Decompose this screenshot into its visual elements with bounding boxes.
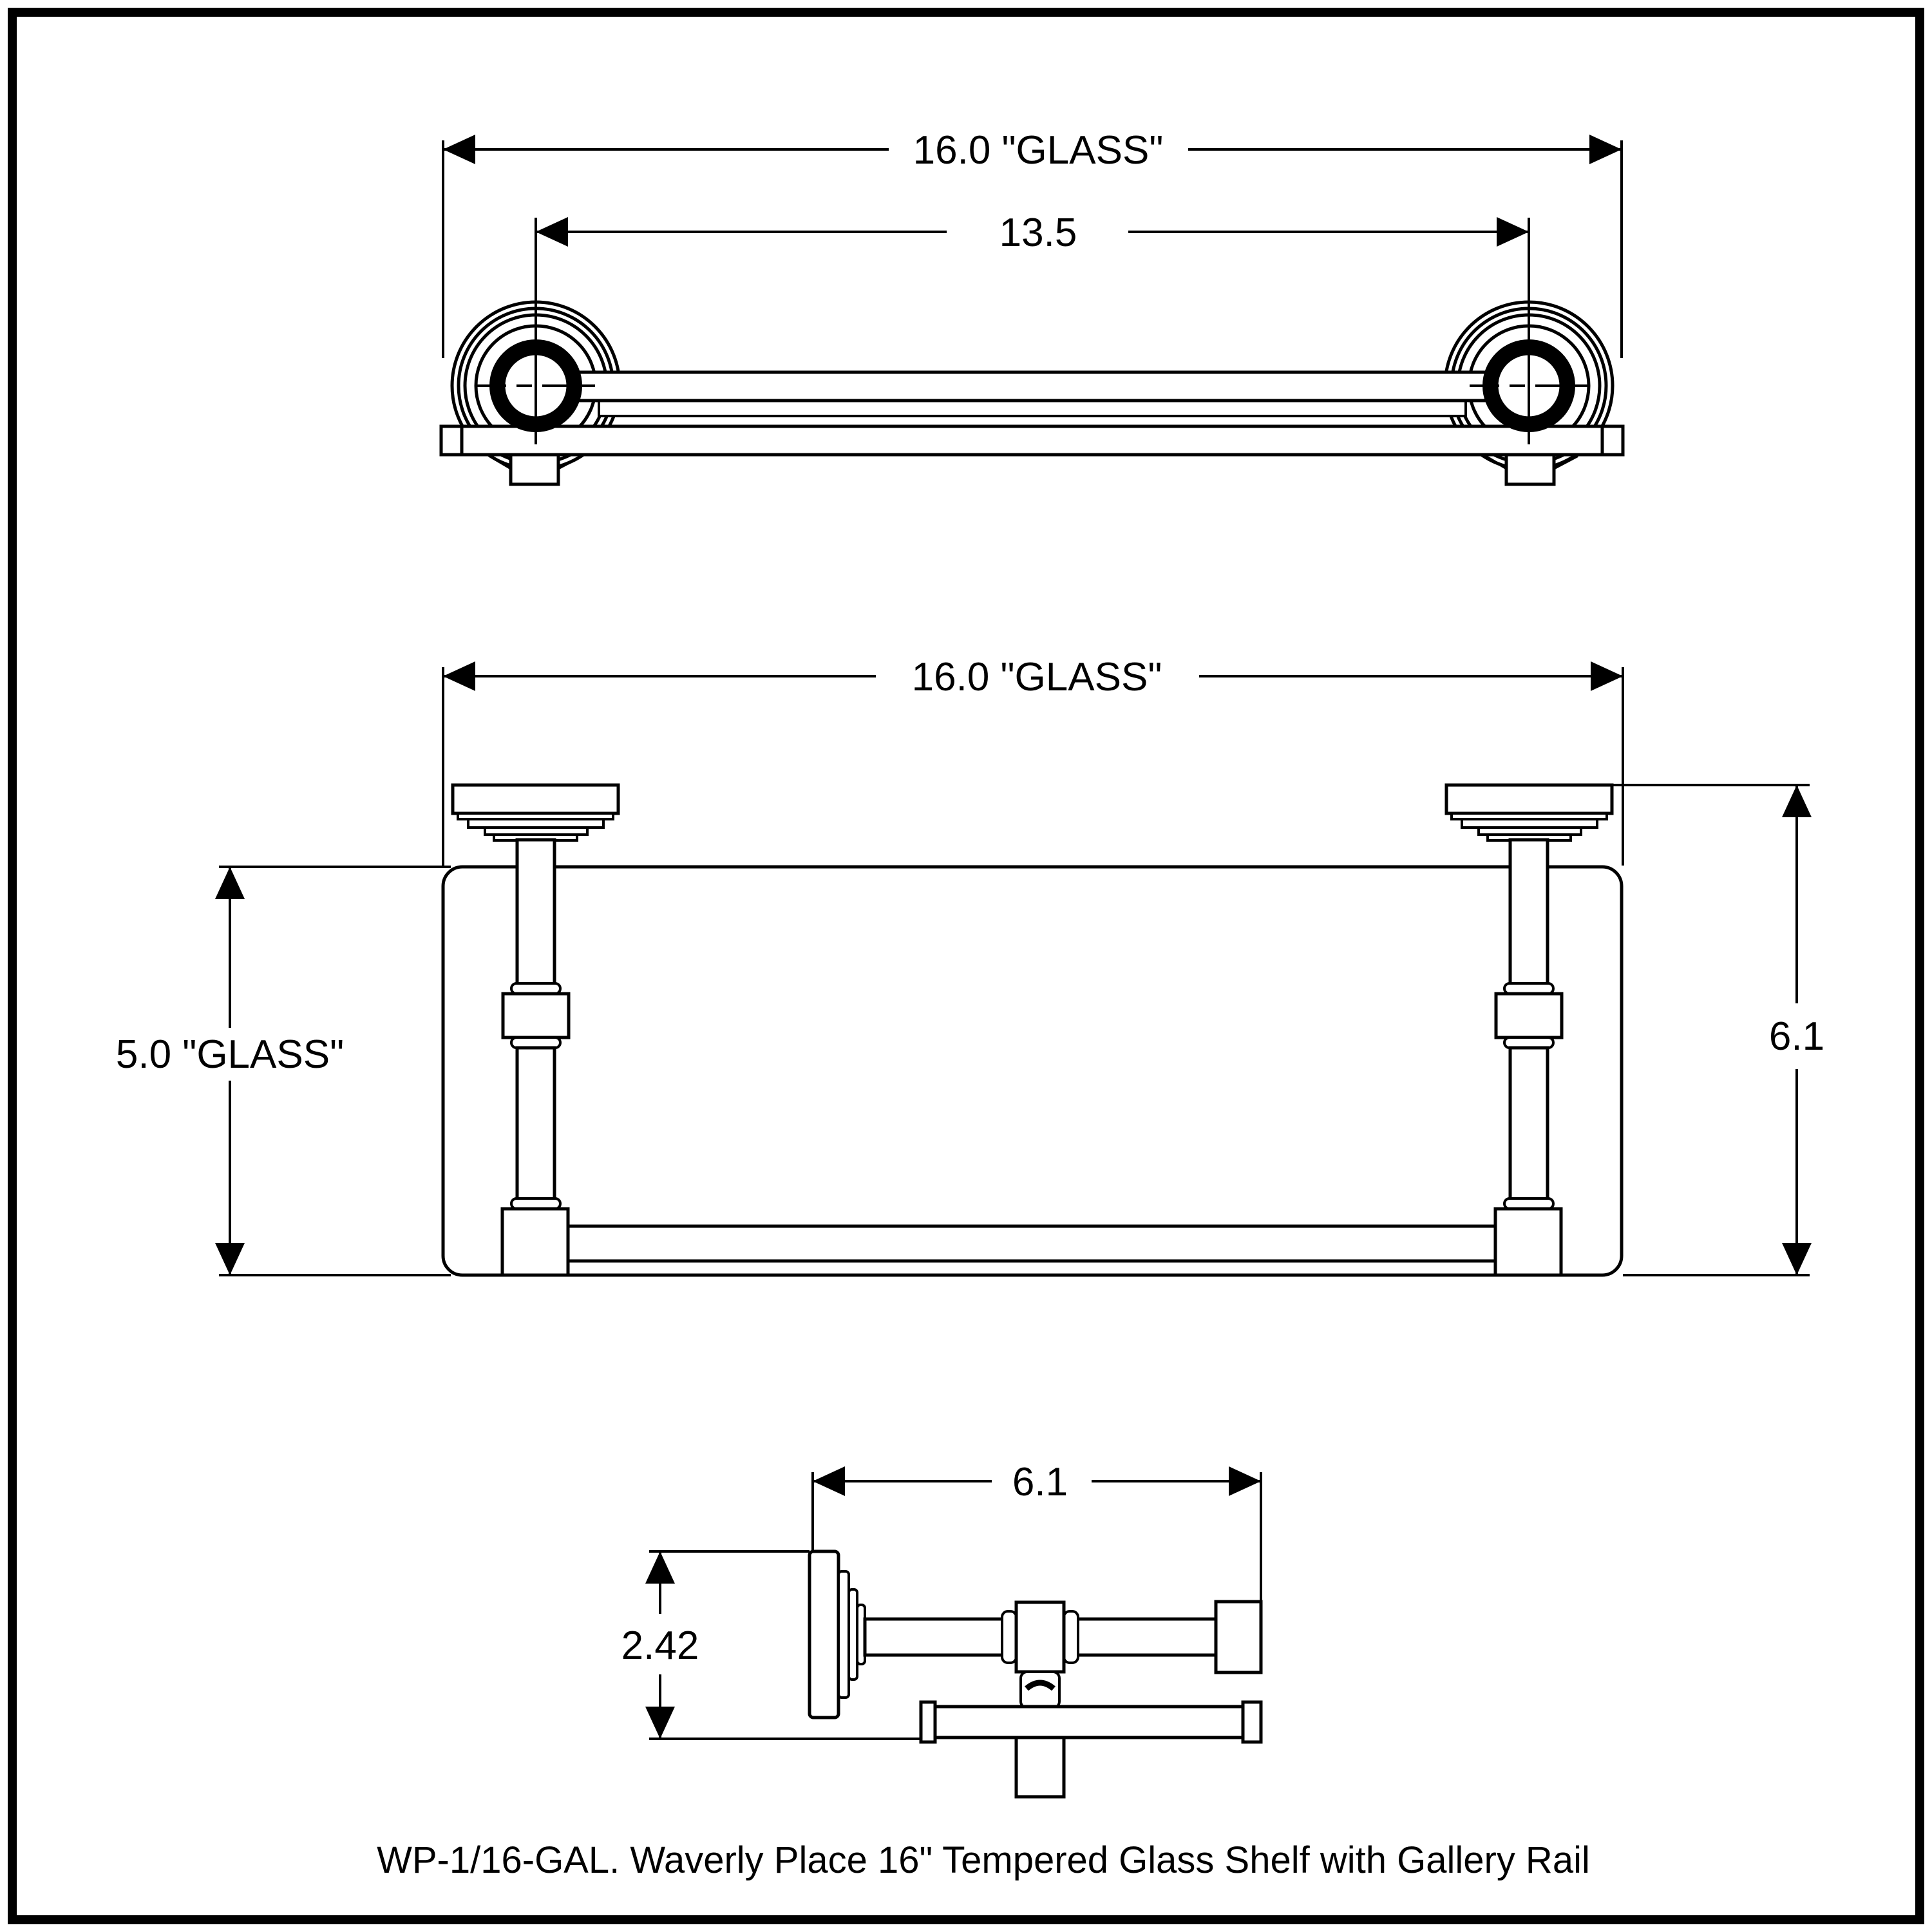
front-right-cap	[1444, 783, 1614, 842]
top-right-tab	[1484, 453, 1578, 486]
top-view: 16.0 "GLASS" 13.5	[439, 128, 1625, 486]
top-rail-back-bar	[598, 399, 1467, 417]
top-dim-post-spacing: 13.5	[536, 211, 1529, 255]
top-rail-front-bar	[545, 370, 1519, 402]
side-view: 6.1 2.42	[621, 1460, 1263, 1799]
frame-border	[8, 8, 1924, 1924]
side-post	[863, 1600, 1263, 1709]
front-glass-shelf	[441, 865, 1624, 1277]
side-dim-backplate-label: 2.42	[621, 1624, 699, 1668]
front-gallery-rail	[566, 1224, 1497, 1263]
side-shelf	[919, 1700, 1263, 1799]
top-dim-post-spacing-label: 13.5	[999, 211, 1077, 255]
top-dim-overall: 16.0 "GLASS"	[442, 128, 1623, 358]
front-dim-overall: 16.0 "GLASS"	[442, 655, 1624, 866]
side-dim-depth: 6.1	[811, 1460, 1262, 1605]
side-wall-plate	[808, 1549, 866, 1719]
front-right-post	[1493, 838, 1564, 1277]
front-dim-height: 6.1	[1613, 784, 1824, 1276]
front-left-post	[500, 838, 571, 1277]
front-dim-height-label: 6.1	[1769, 1014, 1824, 1059]
front-view: 16.0 "GLASS"	[116, 655, 1824, 1277]
top-shelf-plate	[439, 424, 1625, 457]
side-dim-depth-label: 6.1	[1012, 1460, 1068, 1504]
front-dim-depth-label: 5.0 "GLASS"	[116, 1032, 344, 1077]
top-dim-overall-label: 16.0 "GLASS"	[913, 128, 1164, 173]
front-left-cap	[451, 783, 620, 842]
top-centerlines	[477, 218, 1588, 444]
caption: WP-1/16-GAL. Waverly Place 16" Tempered …	[377, 1839, 1590, 1881]
side-dim-backplate: 2.42	[621, 1550, 921, 1740]
top-left-tab	[488, 453, 583, 486]
front-dim-depth: 5.0 "GLASS"	[116, 866, 451, 1276]
front-dim-overall-label: 16.0 "GLASS"	[912, 655, 1162, 699]
